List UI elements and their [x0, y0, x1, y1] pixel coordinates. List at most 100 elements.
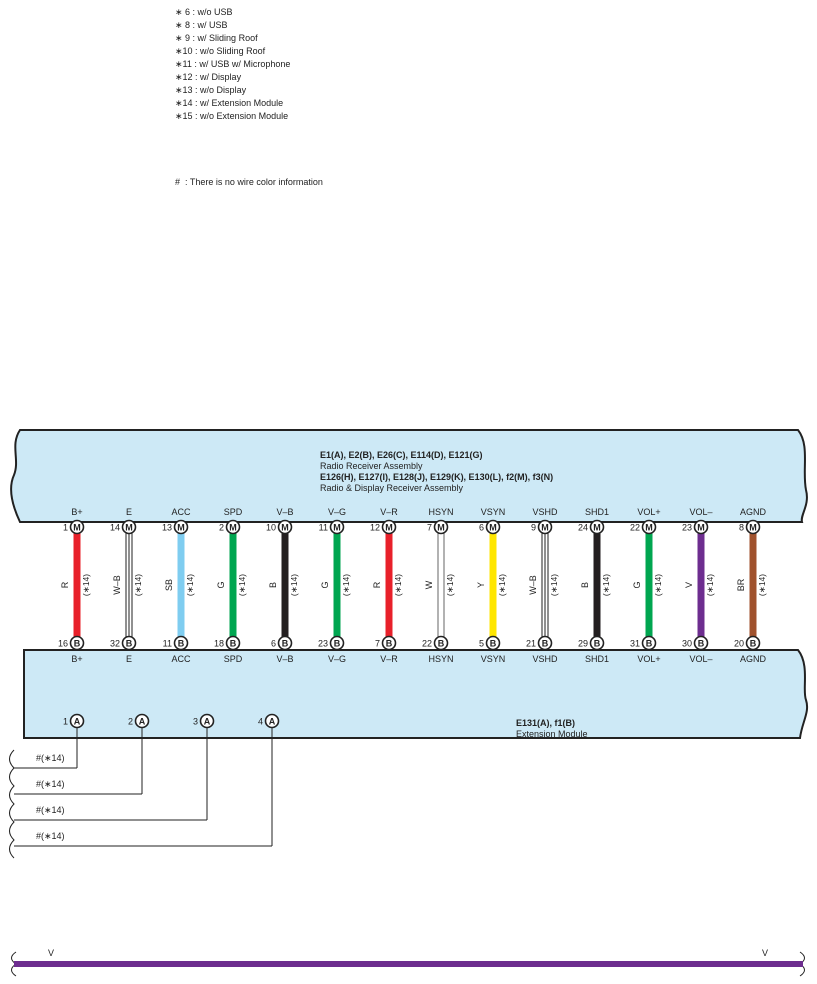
pin-bottom-circle	[537, 635, 553, 651]
terminal-label-bottom: V–G	[328, 654, 346, 664]
wire-condition: (∗14)	[341, 574, 351, 596]
pin-top-circle	[745, 519, 761, 535]
extension-pin-3: A4#(∗14)	[14, 713, 280, 847]
pin-number-bottom: 22	[422, 638, 432, 648]
pin-a-label: #(∗14)	[36, 805, 65, 815]
pin-top-letter: M	[645, 522, 653, 532]
bottom-wire-left-label: V	[48, 948, 54, 958]
pin-top-letter: M	[177, 522, 185, 532]
pin-bottom-letter: B	[126, 638, 133, 648]
pin-top-circle	[693, 519, 709, 535]
pin-a-circle	[69, 713, 85, 729]
pin-number-bottom: 21	[526, 638, 536, 648]
wire-condition: (∗14)	[705, 574, 715, 596]
pin-bottom-circle	[381, 635, 397, 651]
pin-top-letter: M	[125, 522, 133, 532]
pin-bottom-letter: B	[438, 638, 445, 648]
pin-number-top: 13	[162, 522, 172, 532]
terminal-label-top: E	[126, 507, 132, 517]
option-notes: ∗ 6 : w/o USB∗ 8 : w/ USB∗ 9 : w/ Slidin…	[175, 6, 290, 123]
wire-condition: (∗14)	[81, 574, 91, 596]
pin-bottom-letter: B	[74, 638, 81, 648]
pin-number-bottom: 16	[58, 638, 68, 648]
pin-bottom-letter: B	[646, 638, 653, 648]
pin-top-letter: M	[281, 522, 289, 532]
pin-bottom-circle	[121, 635, 137, 651]
pin-a-label: #(∗14)	[36, 753, 65, 763]
wire-color-code: W	[424, 580, 434, 589]
pin-number-top: 22	[630, 522, 640, 532]
pin-number-bottom: 32	[110, 638, 120, 648]
pin-number-top: 12	[370, 522, 380, 532]
pin-bottom-circle	[277, 635, 293, 651]
pin-top-letter: M	[749, 522, 757, 532]
wire-color-code: R	[372, 581, 382, 588]
pin-number-top: 1	[63, 522, 68, 532]
pin-number-bottom: 20	[734, 638, 744, 648]
terminal-label-bottom: E	[126, 654, 132, 664]
terminal-label-top: HSYN	[428, 507, 453, 517]
pin-bottom-circle	[745, 635, 761, 651]
pin-number-top: 2	[219, 522, 224, 532]
terminal-label-bottom: V–R	[380, 654, 398, 664]
wire-color-code: V	[684, 582, 694, 588]
pin-top-circle	[69, 519, 85, 535]
pin-top-letter: M	[385, 522, 393, 532]
wire-body	[749, 533, 757, 637]
bottom-wire	[14, 961, 803, 967]
wire-color-code: R	[60, 581, 70, 588]
pin-number-top: 24	[578, 522, 588, 532]
wire-body	[645, 533, 653, 637]
pin-number-bottom: 5	[479, 638, 484, 648]
pin-bottom-circle	[485, 635, 501, 651]
terminal-label-top: AGND	[740, 507, 767, 517]
wire-body	[73, 533, 81, 637]
pin-number-bottom: 31	[630, 638, 640, 648]
wire-body	[177, 533, 185, 637]
pin-a-letter: A	[139, 716, 146, 726]
pin-top-circle	[537, 519, 553, 535]
pin-bottom-letter: B	[334, 638, 341, 648]
wire-body	[437, 532, 445, 638]
pin-top-letter: M	[489, 522, 497, 532]
pin-top-letter: M	[333, 522, 341, 532]
pin-top-circle	[329, 519, 345, 535]
pin-number-bottom: 6	[271, 638, 276, 648]
pin-number-top: 7	[427, 522, 432, 532]
pin-a-label: #(∗14)	[36, 831, 65, 841]
wire-color-code: W–B	[528, 575, 538, 595]
pin-top-circle	[381, 519, 397, 535]
lower-block-line2: Extension Module	[516, 729, 588, 739]
wire-body	[593, 533, 601, 637]
terminal-label-bottom: SHD1	[585, 654, 609, 664]
option-note: ∗11 : w/ USB w/ Microphone	[175, 59, 291, 69]
wire-color-code: G	[216, 581, 226, 588]
wire-color-code: G	[320, 581, 330, 588]
wire-color-code: B	[268, 582, 278, 588]
option-note: ∗15 : w/o Extension Module	[175, 111, 289, 121]
pin-bottom-letter: B	[750, 638, 757, 648]
pin-a-letter: A	[269, 716, 276, 726]
pin-number-top: 23	[682, 522, 692, 532]
pin-number-top: 6	[479, 522, 484, 532]
terminal-label-bottom: VOL–	[689, 654, 712, 664]
hash-note: # : There is no wire color information	[175, 177, 323, 187]
wire-color-code: BR	[736, 578, 746, 591]
pin-number-bottom: 29	[578, 638, 588, 648]
pin-number-bottom: 23	[318, 638, 328, 648]
pin-bottom-letter: B	[282, 638, 289, 648]
terminal-label-top: VOL–	[689, 507, 712, 517]
wire-color-code: Y	[476, 582, 486, 588]
option-note: ∗10 : w/o Sliding Roof	[175, 46, 266, 56]
wire-body	[229, 533, 237, 637]
terminal-label-bottom: ACC	[171, 654, 191, 664]
upper-block-line4: Radio & Display Receiver Assembly	[320, 483, 464, 493]
wire-color-code: B	[580, 582, 590, 588]
pin-a-letter: A	[74, 716, 81, 726]
pin-a-circle	[199, 713, 215, 729]
